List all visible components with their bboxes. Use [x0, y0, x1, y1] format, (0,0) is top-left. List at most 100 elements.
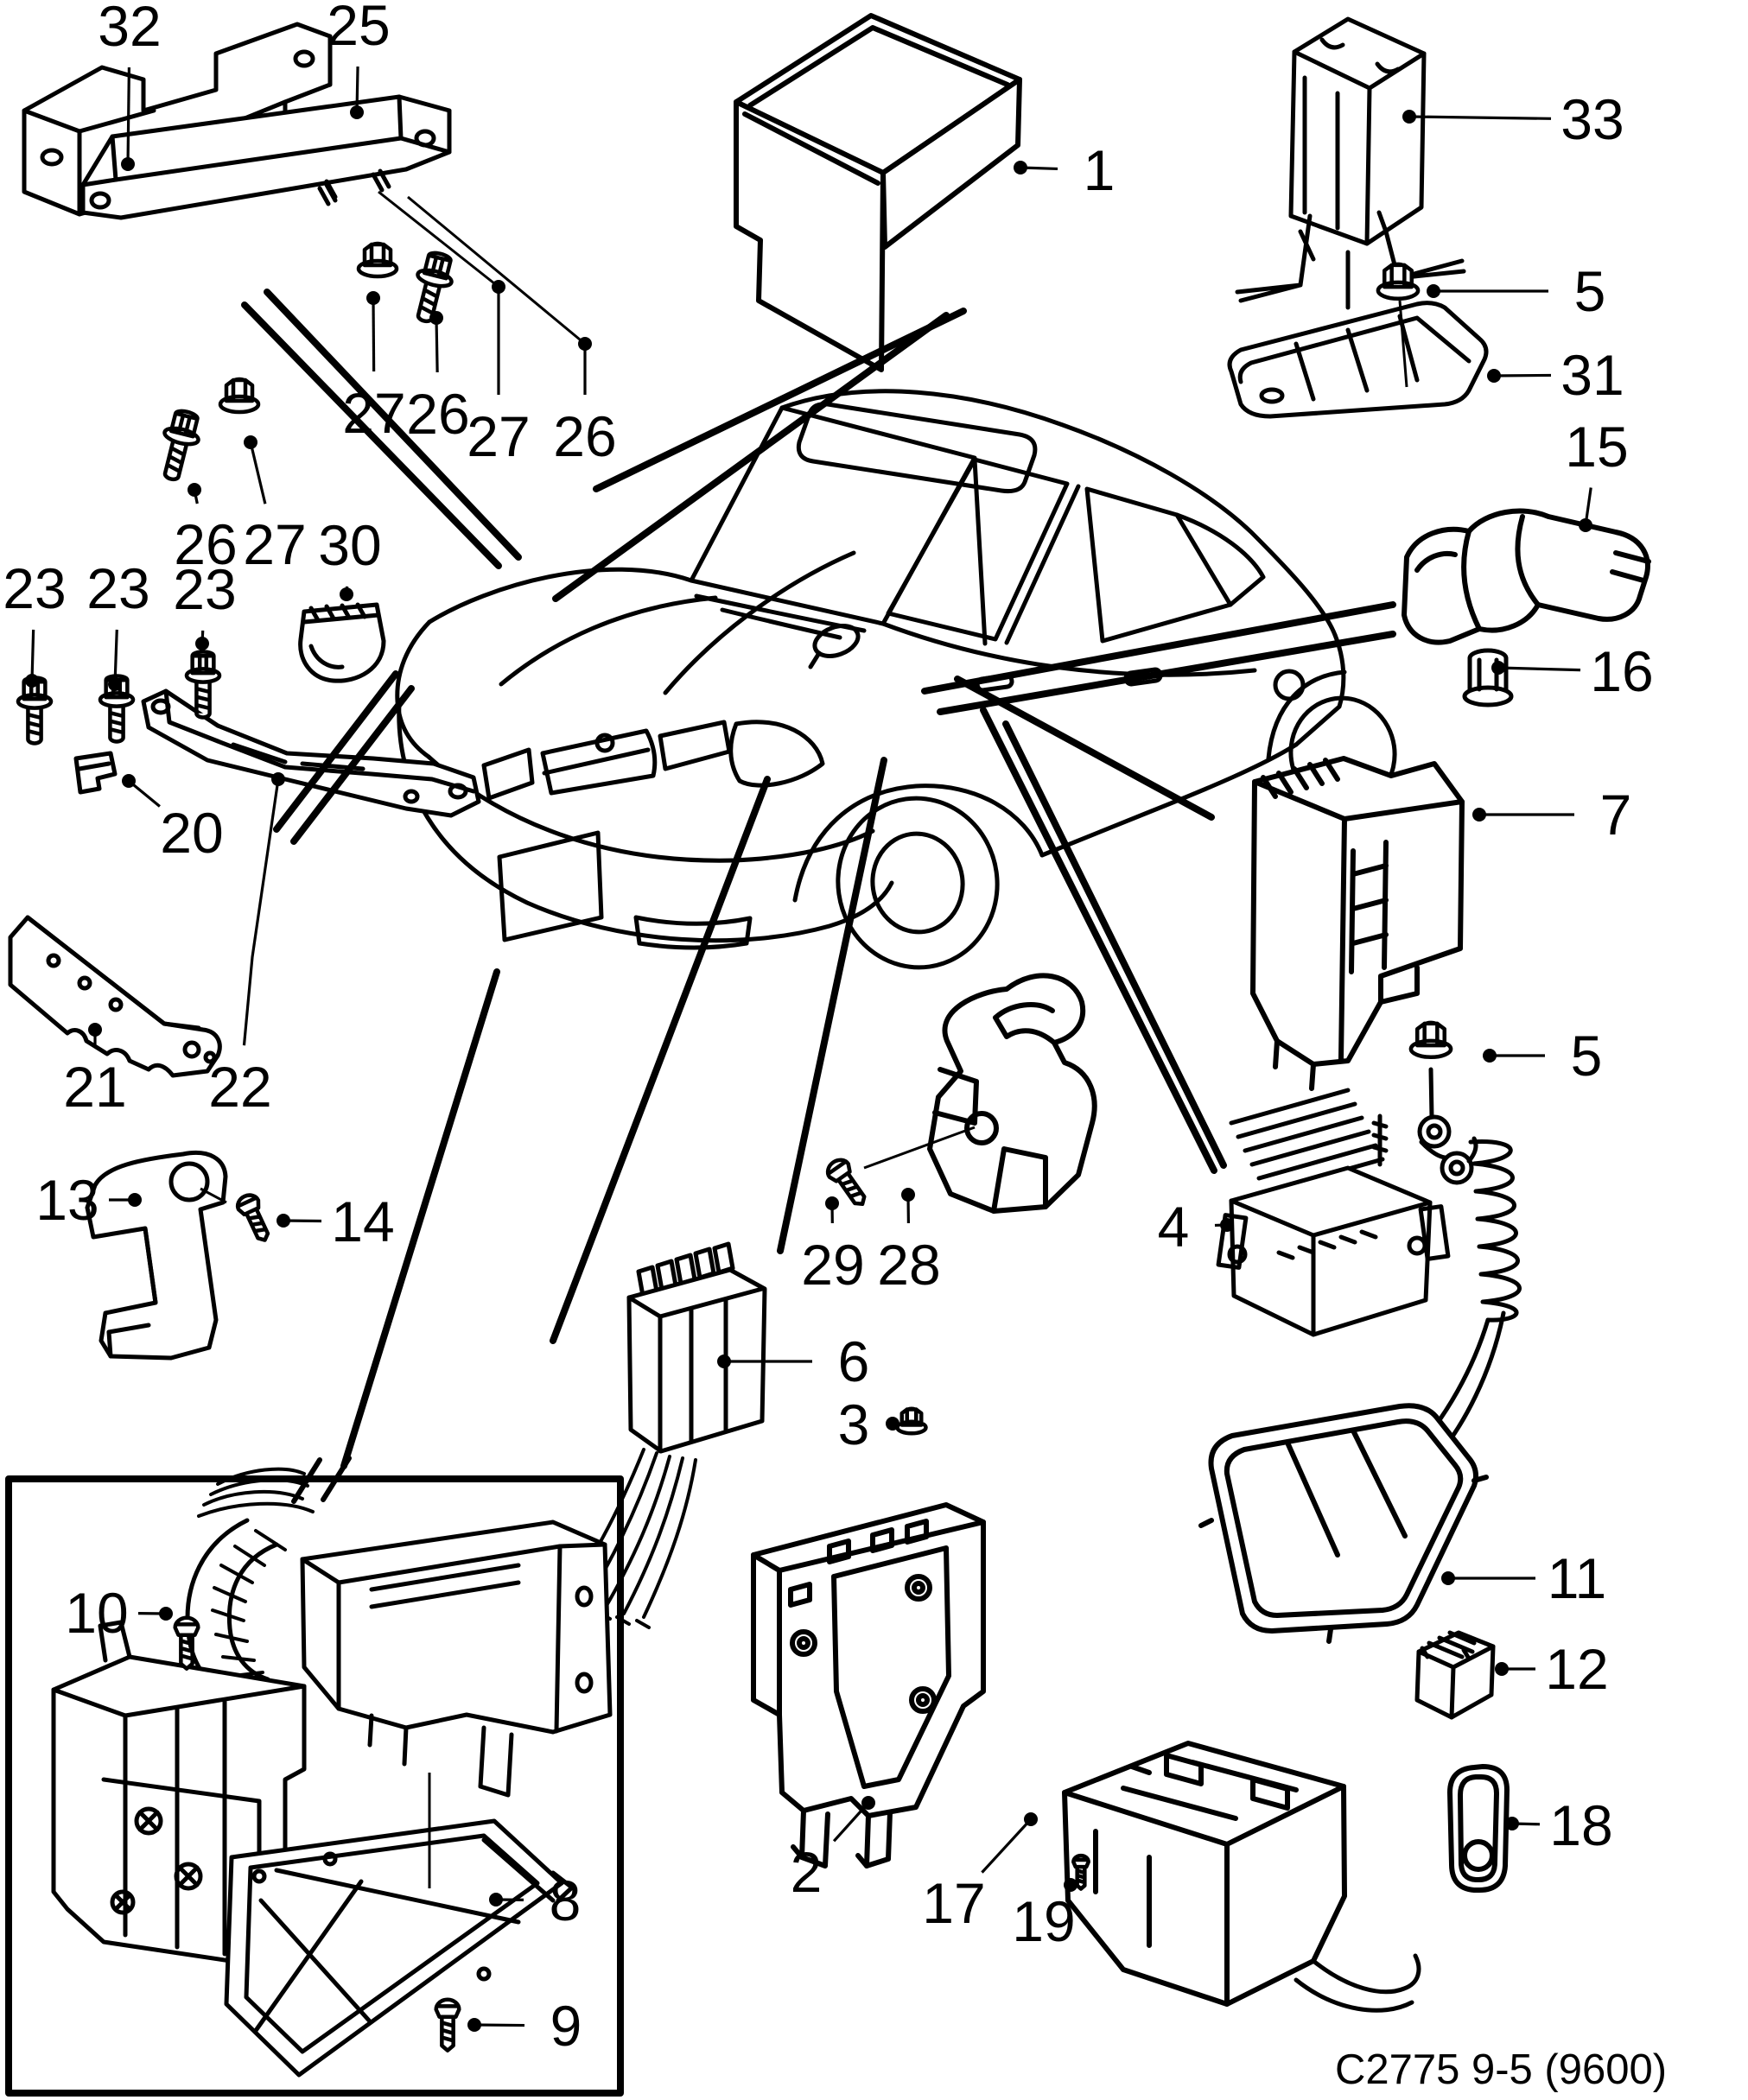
callout-dot: [578, 337, 592, 351]
callout-dot: [1064, 1878, 1077, 1892]
screw-19-icon: [1071, 1853, 1090, 1891]
part-6-connector: [558, 1241, 767, 1629]
callout-label: 10: [65, 1581, 128, 1645]
leader-line-thin: [407, 195, 586, 346]
callout-dot: [340, 587, 353, 601]
callout-label: 26: [174, 512, 237, 576]
callout-dot: [717, 1355, 731, 1368]
callout-27-32: 27: [467, 280, 531, 468]
callout-5-5: 5: [1483, 1024, 1602, 1088]
callout-dot: [244, 435, 257, 449]
callout-dot: [1579, 518, 1592, 532]
callout-label: 16: [1590, 639, 1653, 703]
callout-dot: [271, 772, 285, 786]
callout-dot: [886, 1417, 899, 1431]
nut-27-icon: [218, 377, 261, 415]
diagram-code: C2775 9-5 (9600): [1335, 2046, 1667, 2093]
callout-label: 21: [63, 1055, 126, 1119]
callout-22-22: 22: [208, 772, 285, 1119]
callout-28-33: 28: [877, 1188, 941, 1297]
battery-cable-coil: [1417, 1067, 1522, 1461]
leader-line-thick: [264, 289, 522, 561]
callout-31-36: 31: [1487, 343, 1624, 407]
leader-line-thick: [273, 670, 399, 833]
screw-14-icon: [235, 1193, 270, 1242]
callout-label: 2: [791, 1840, 823, 1904]
callout-label: 7: [1600, 783, 1632, 847]
callout-26-29: 26: [174, 483, 238, 576]
callout-16-16: 16: [1491, 639, 1654, 703]
callout-33-38: 33: [1402, 87, 1624, 151]
callout-label: 3: [838, 1393, 870, 1456]
callout-label: 18: [1549, 1793, 1612, 1857]
bolt-23-icon: [16, 676, 54, 745]
callout-dot: [467, 2018, 481, 2032]
inset-detail-box: [5, 1456, 624, 2097]
part-16-grommet: [1462, 648, 1514, 707]
part-22-rail: [141, 688, 481, 818]
callout-dot: [1014, 161, 1027, 174]
callout-3-2: 3: [838, 1393, 899, 1456]
callout-label: 23: [173, 557, 236, 621]
bolt-26-icon: [162, 409, 200, 482]
leader-line-thick: [552, 312, 950, 602]
callout-dot: [1491, 661, 1505, 675]
callout-1-0: 1: [1014, 138, 1115, 202]
callout-dot: [25, 674, 39, 688]
callout-label: 6: [838, 1329, 870, 1393]
callout-label: 26: [553, 404, 616, 468]
callout-label: 27: [243, 512, 306, 576]
part-2-frame: [751, 1502, 986, 1868]
callout-label: 17: [922, 1871, 985, 1935]
callout-label: 15: [1565, 415, 1628, 479]
callout-label: 27: [342, 381, 405, 445]
callout-20-20: 20: [122, 774, 224, 865]
callout-dot: [121, 157, 135, 171]
callout-label: 19: [1012, 1889, 1075, 1953]
callout-label: 5: [1571, 1024, 1603, 1088]
callout-dot: [1402, 110, 1416, 124]
leader-line-thick: [1002, 720, 1227, 1169]
part-25-bracket: [80, 94, 452, 220]
callout-label: 23: [3, 556, 66, 620]
leader-line-thick: [954, 676, 1215, 821]
part-15-duct: [1402, 508, 1651, 645]
callout-17-17: 17: [922, 1812, 1038, 1935]
inset-duct-assembly: [300, 1519, 613, 1798]
callout-12-12: 12: [1495, 1637, 1609, 1701]
callout-29-34: 29: [801, 1196, 865, 1297]
callout-dot: [277, 1214, 290, 1228]
callout-23-25: 23: [173, 557, 237, 650]
callout-label: 12: [1545, 1637, 1608, 1701]
callout-dot: [861, 1796, 875, 1810]
callout-18-18: 18: [1505, 1793, 1613, 1857]
callout-label: 11: [1548, 1546, 1607, 1610]
leader-line-thin: [200, 1187, 227, 1204]
callout-dot: [1427, 284, 1440, 298]
callout-26-31: 26: [553, 337, 617, 468]
part-13-bracket: [85, 1151, 228, 1361]
callout-19-19: 19: [1012, 1878, 1077, 1953]
callout-label: 4: [1158, 1195, 1190, 1259]
callout-label: 27: [467, 404, 530, 468]
part-21-rail: [8, 915, 222, 1078]
callout-11-11: 11: [1441, 1546, 1606, 1610]
callout-8-8: 8: [489, 1868, 581, 1932]
callout-dot: [901, 1188, 915, 1202]
callout-label: 23: [86, 556, 149, 620]
part-7-box: [1250, 756, 1465, 1091]
callout-6-6: 6: [717, 1329, 869, 1393]
callout-dot: [128, 1193, 142, 1207]
callout-dot: [195, 637, 209, 650]
callout-label: 1: [1084, 138, 1116, 202]
callout-label: 32: [98, 0, 161, 58]
callout-dot: [122, 774, 136, 788]
leader-line-thin: [378, 190, 499, 289]
inset-plate-8: [224, 1818, 575, 2078]
car-overview-drawing: [395, 389, 1397, 970]
callout-label: 14: [331, 1190, 394, 1253]
bolt-26-icon: [416, 251, 454, 324]
callout-label: 20: [160, 801, 223, 865]
